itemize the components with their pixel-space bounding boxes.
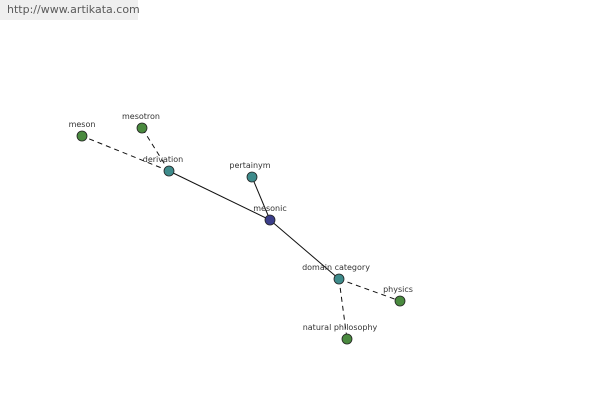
node-label-meson: meson [69,120,96,129]
node-circle-meson[interactable] [76,130,88,142]
node-label-derivation: derivation [143,155,183,164]
node-layer: mesonic derivation pertainym domain categor… [69,112,413,345]
node-meson[interactable]: meson [69,120,96,142]
node-circle-natural-philosophy[interactable] [341,333,353,345]
node-circle-physics[interactable] [394,295,406,307]
node-circle-pertainym[interactable] [246,171,258,183]
edge-mesonic-derivation [168,170,271,221]
node-circle-mesonic[interactable] [264,214,276,226]
node-label-physics: physics [383,285,413,294]
node-label-mesotron: mesotron [122,112,160,121]
node-derivation[interactable]: derivation [143,155,183,177]
edge-domain-category-physics [338,278,401,302]
watermark-url: http://www.artikata.com [0,0,140,20]
edge-derivation-mesotron [141,127,170,172]
node-mesonic[interactable]: mesonic [253,204,287,226]
node-physics[interactable]: physics [383,285,413,307]
node-pertainym[interactable]: pertainym [229,161,271,183]
edge-mesonic-domain-category [269,219,340,280]
node-label-natural-philosophy: natural philosophy [303,323,378,332]
node-label-pertainym: pertainym [229,161,270,170]
node-natural-philosophy[interactable]: natural philosophy [303,323,378,345]
edge-mesonic-pertainym [251,176,271,221]
node-domain-category[interactable]: domain category [302,263,370,285]
node-mesotron[interactable]: mesotron [122,112,160,134]
edge-derivation-meson [81,135,170,172]
node-circle-derivation[interactable] [163,165,175,177]
node-label-mesonic: mesonic [253,204,286,213]
node-label-domain-category: domain category [302,263,370,272]
edge-domain-category-natural-philosophy [338,278,348,340]
node-circle-mesotron[interactable] [136,122,148,134]
edge-layer [81,127,401,340]
node-circle-domain-category[interactable] [333,273,345,285]
